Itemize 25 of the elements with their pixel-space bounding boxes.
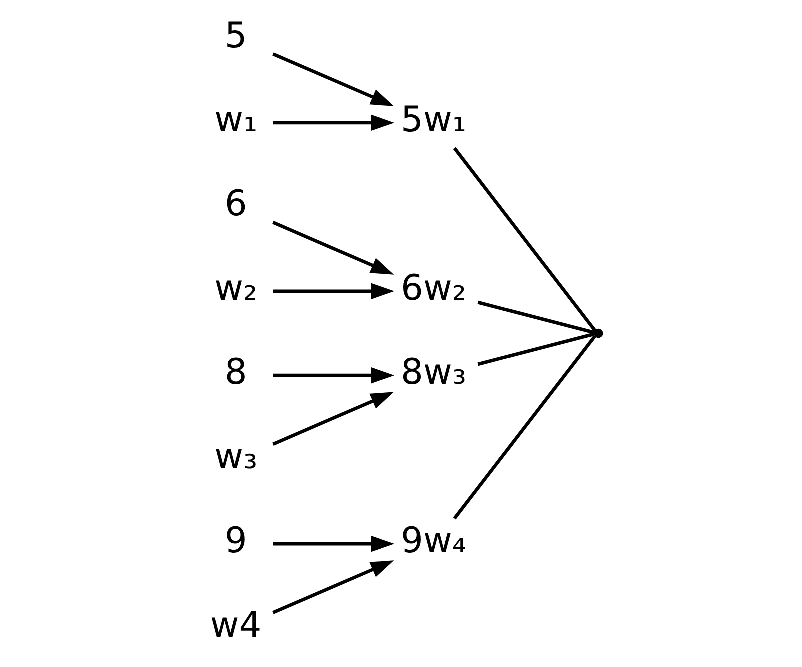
node-text: 5w₁ xyxy=(401,100,467,140)
node-text: 9 xyxy=(224,520,248,562)
arrow xyxy=(272,221,394,275)
arrow xyxy=(273,536,395,552)
arrow xyxy=(273,368,395,384)
node-text: 8w₃ xyxy=(401,352,467,394)
node-text: 9w₄ xyxy=(401,520,467,562)
node-text: 8 xyxy=(224,352,248,394)
connector xyxy=(478,300,595,334)
node-text: w₁ xyxy=(214,100,258,140)
arrow xyxy=(273,283,395,300)
node-text: w4 xyxy=(210,604,262,646)
arrow xyxy=(272,392,394,446)
arrow xyxy=(272,52,394,106)
node-circle xyxy=(594,328,604,338)
node-text: 6w₂ xyxy=(401,268,467,309)
node-text: w₂ xyxy=(214,268,258,309)
connector xyxy=(478,332,595,366)
node-text: 5 xyxy=(224,15,248,56)
arrow xyxy=(272,560,394,614)
node-text: w₃ xyxy=(214,436,258,478)
connector xyxy=(453,147,597,332)
connector xyxy=(453,335,597,520)
arrow xyxy=(273,114,395,132)
node-text: 6 xyxy=(224,184,248,225)
